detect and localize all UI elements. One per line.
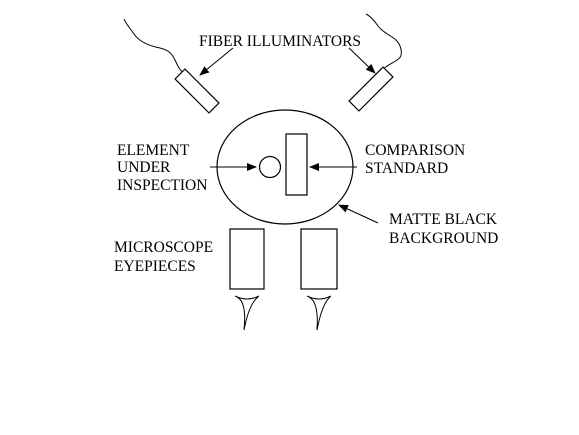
comparison-label-line-2: STANDARD bbox=[365, 160, 448, 177]
matte-black-arrow bbox=[338, 204, 379, 224]
element-label-line-3: INSPECTION bbox=[117, 177, 207, 194]
right-eye-icon bbox=[306, 295, 332, 331]
element-under-inspection-shape bbox=[258, 155, 282, 179]
eyepieces-label-line-1: MICROSCOPE bbox=[114, 239, 213, 256]
fiber-right-arrow bbox=[348, 47, 376, 74]
left-fiber-illuminator bbox=[174, 68, 220, 114]
element-label-line-2: UNDER bbox=[117, 159, 171, 176]
right-fiber-illuminator bbox=[348, 66, 394, 112]
comparison-label-line-1: COMPARISON bbox=[365, 142, 465, 159]
left-fiber-cable bbox=[123, 18, 187, 77]
right-eyepiece bbox=[300, 228, 338, 290]
matte-black-label-line-1: MATTE BLACK bbox=[389, 211, 498, 228]
fiber-illuminators-label: FIBER ILLUMINATORS bbox=[199, 33, 361, 50]
right-fiber-cable bbox=[365, 13, 402, 71]
comparison-standard-shape bbox=[285, 133, 308, 196]
left-eye-icon bbox=[234, 295, 260, 331]
eyepieces-label-line-2: EYEPIECES bbox=[114, 258, 196, 275]
fiber-left-arrow bbox=[199, 47, 234, 76]
left-eyepiece bbox=[229, 228, 265, 290]
element-label-line-1: ELEMENT bbox=[117, 142, 190, 159]
matte-black-label-line-2: BACKGROUND bbox=[389, 230, 498, 247]
